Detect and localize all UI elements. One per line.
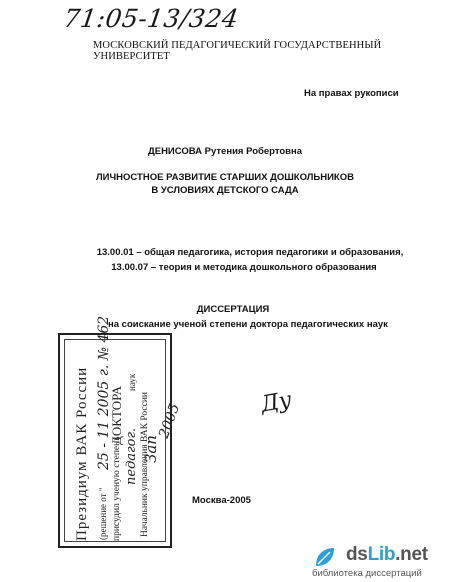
manuscript-note: На правах рукописи: [304, 88, 399, 99]
stamp-degree-level: ДОКТОРА: [109, 385, 124, 445]
stamp-sciences: наук: [127, 373, 137, 391]
stamp-field-handwritten: педагог.: [124, 427, 139, 485]
title-line-1: ЛИЧНОСТНОЕ РАЗВИТИЕ СТАРШИХ ДОШКОЛЬНИКОВ: [96, 172, 354, 183]
vak-approval-stamp: Президиум ВАК России (решение от " 25 - …: [58, 316, 183, 548]
dslib-leaf-icon: [316, 548, 334, 566]
dslib-brand: dsLib.net: [346, 544, 428, 566]
specialty-line-1: 13.00.01 – общая педагогика, история пед…: [96, 247, 404, 258]
author-name: ДЕНИСОВА Рутения Робертовна: [147, 146, 303, 157]
brand-lib: Lib: [367, 544, 396, 565]
stamp-department-head: Начальник управления ВАК России: [140, 392, 150, 537]
stamp-decision-prefix: (решение от ": [98, 487, 108, 540]
title-line-2: В УСЛОВИЯХ ДЕТСКОГО САДА: [151, 185, 299, 196]
handwritten-signature: Ду: [259, 387, 294, 418]
brand-ds: ds: [346, 544, 368, 565]
stamp-title: Президиум ВАК России: [74, 366, 90, 541]
stamp-inner-border: [64, 339, 166, 542]
brand-net: .net: [395, 544, 428, 565]
catalog-number: 71:05-13/324: [61, 4, 241, 33]
stamp-head-signature: Зап: [142, 435, 160, 463]
degree-line: на соискание ученой степени доктора педа…: [108, 319, 388, 330]
dslib-subtitle: библиотека диссертаций: [312, 568, 422, 579]
stamp-awarded-text: присудил ученую степень: [112, 436, 122, 541]
dslib-watermark-logo: dsLib.net библиотека диссертаций: [312, 544, 448, 580]
document-type: ДИССЕРТАЦИЯ: [196, 304, 270, 315]
specialty-line-2: 13.00.07 – теория и методика дошкольного…: [111, 262, 377, 273]
city-year: Москва-2005: [192, 495, 251, 506]
university-name: МОСКОВСКИЙ ПЕДАГОГИЧЕСКИЙ ГОСУДАРСТВЕННЫ…: [93, 40, 382, 62]
